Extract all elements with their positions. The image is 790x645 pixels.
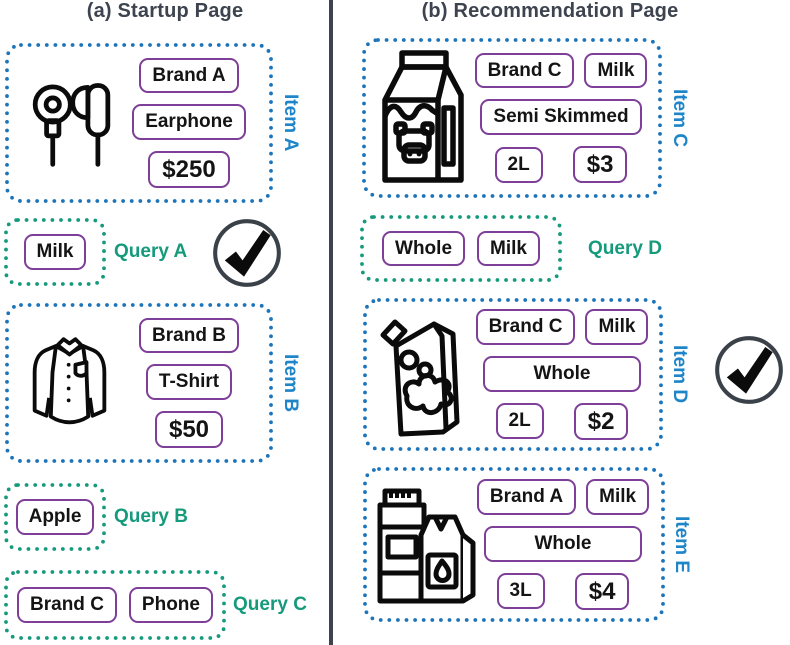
item-c-card: Brand C Milk Semi Skimmed 2L $3: [362, 38, 662, 198]
tag: Phone: [128, 587, 213, 623]
item-a-label: Item A: [280, 94, 301, 152]
tag: Whole: [483, 355, 641, 392]
tag: Milk: [585, 309, 649, 345]
tag: Milk: [586, 479, 650, 515]
earphones-icon: [29, 43, 124, 203]
item-a-card: Brand A Earphone $250: [5, 43, 273, 203]
tag: Milk: [23, 234, 87, 270]
price-tag: $250: [148, 151, 230, 189]
item-b-label: Item B: [280, 353, 301, 413]
query-d-card: Whole Milk: [360, 215, 562, 282]
milk-pouch-icon: [371, 298, 475, 451]
tag: Milk: [477, 230, 540, 267]
query-c-card: Brand C Phone: [4, 570, 226, 640]
tag: 2L: [495, 403, 544, 440]
tag: Whole: [484, 525, 642, 562]
query-a-card: Milk: [4, 218, 106, 286]
tag: Apple: [15, 499, 95, 535]
recommendation-page-header: (b) Recommendation Page: [421, 0, 679, 22]
tag: Brand C: [475, 309, 576, 345]
price-tag: $4: [574, 572, 630, 610]
startup-page-header: (a) Startup Page: [86, 0, 244, 22]
tag: Milk: [584, 52, 648, 89]
tag: 3L: [496, 573, 545, 610]
item-b-card: Brand B T-Shirt $50: [5, 303, 273, 463]
tag: Semi Skimmed: [480, 99, 642, 136]
milk-carton-icon: [377, 38, 469, 198]
query-a-label: Query A: [114, 241, 188, 262]
tag: Brand C: [17, 587, 117, 623]
price-tag: $3: [572, 146, 628, 184]
query-c-label: Query C: [233, 594, 307, 615]
query-d-label: Query D: [588, 237, 662, 259]
query-b-label: Query B: [114, 506, 188, 527]
column-divider: [329, 0, 333, 645]
tag: T-Shirt: [145, 364, 233, 401]
price-tag: $50: [154, 411, 224, 449]
check-icon: [213, 219, 281, 287]
tag: Whole: [382, 230, 466, 267]
item-d-card: Brand C Milk Whole 2L $2: [363, 298, 663, 451]
tag: Brand A: [476, 479, 577, 515]
tag: Earphone: [132, 104, 246, 141]
shirt-icon: [27, 303, 112, 463]
price-tag: $2: [573, 402, 629, 440]
tag: 2L: [494, 146, 543, 183]
query-b-card: Apple: [4, 483, 106, 551]
check-icon: [715, 336, 783, 404]
item-d-label: Item D: [669, 345, 690, 404]
item-c-label: Item C: [669, 88, 690, 148]
item-e-label: Item E: [671, 515, 692, 574]
tag: Brand C: [474, 52, 575, 89]
milk-bottles-icon: [371, 467, 477, 622]
tag: Brand B: [139, 317, 239, 354]
tag: Brand A: [139, 57, 239, 94]
item-e-card: Brand A Milk Whole 3L $4: [363, 467, 665, 622]
